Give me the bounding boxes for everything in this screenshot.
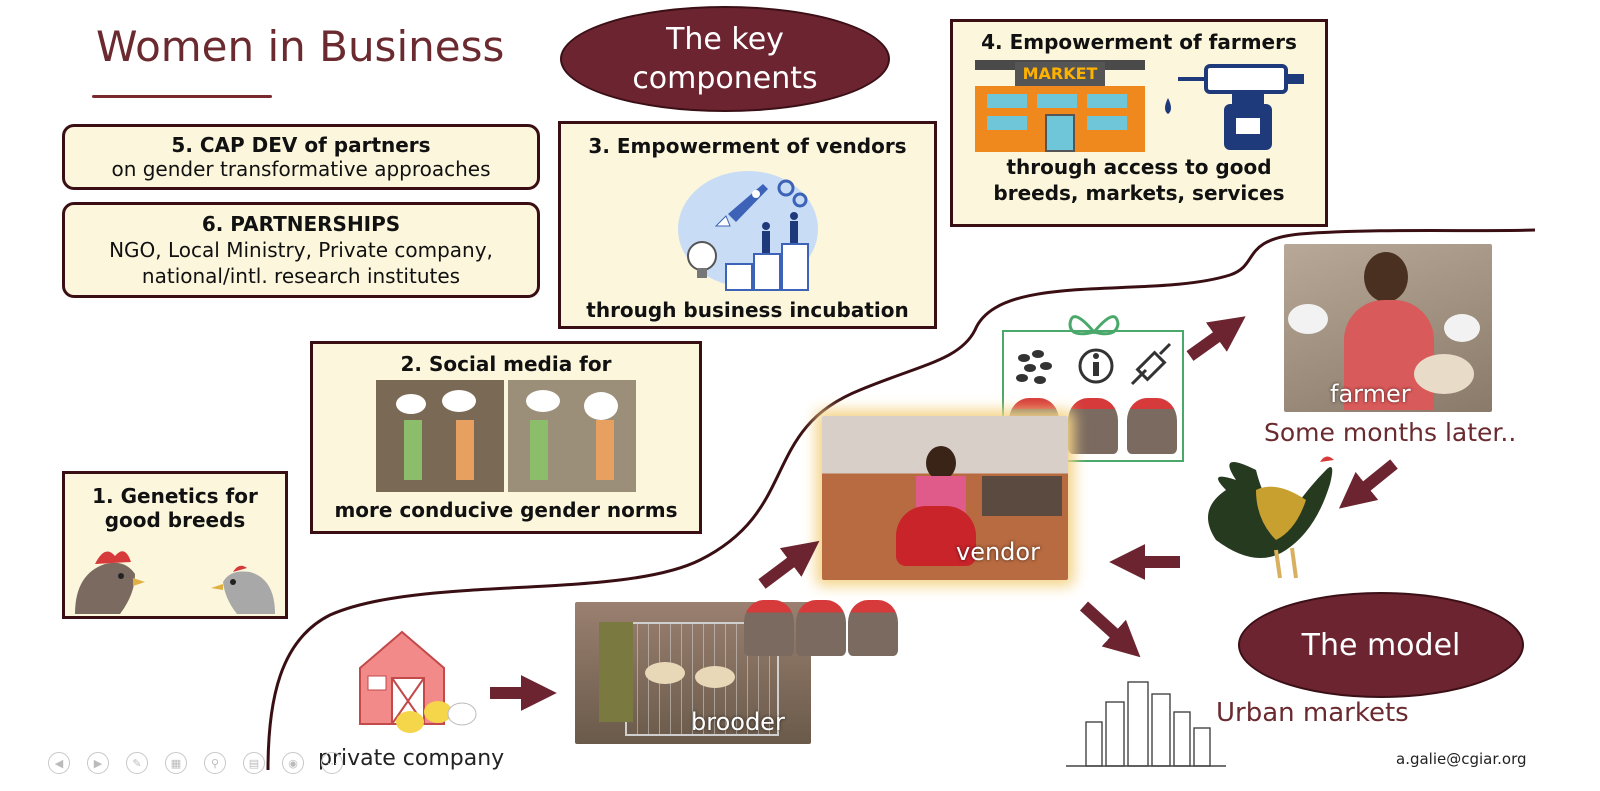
next-slide-icon[interactable]: ▶	[87, 752, 109, 774]
comic-strip	[313, 380, 699, 492]
title-underline	[92, 95, 272, 98]
card-farmers-heading: 4. Empowerment of farmers	[981, 30, 1297, 54]
rooster-icon	[1208, 456, 1334, 579]
card-cap-dev-heading: 5. CAP DEV of partners	[171, 133, 431, 157]
card-cap-dev: 5. CAP DEV of partners on gender transfo…	[62, 124, 540, 190]
card-farmers: 4. Empowerment of farmers MARKET through…	[950, 19, 1328, 227]
ribbon-bow-icon	[1068, 315, 1120, 336]
card-vendors: 3. Empowerment of vendors through busine…	[558, 121, 937, 329]
syringe-vial-icon	[1165, 64, 1304, 150]
syringe-icon	[1130, 342, 1172, 386]
brooder-label: brooder	[691, 708, 785, 736]
card-genetics-heading: 1. Genetics for good breeds	[92, 484, 258, 532]
camera-icon[interactable]: ◉	[282, 752, 304, 774]
key-components-ellipse: The key components	[560, 6, 890, 112]
gear-icon	[777, 179, 807, 208]
business-incubation-illustration	[677, 171, 818, 291]
lightbulb-icon	[686, 241, 717, 278]
page-title: Women in Business	[96, 22, 505, 71]
zoom-icon[interactable]: ⚲	[204, 752, 226, 774]
comic-panel-2	[508, 380, 636, 492]
market-icon: MARKET	[975, 60, 1145, 152]
card-social-media: 2. Social media for more conducive gende…	[310, 341, 702, 534]
pen-icon[interactable]: ✎	[126, 752, 148, 774]
vendor-label: vendor	[956, 538, 1040, 566]
rooster-icon	[75, 551, 145, 614]
city-skyline-icon	[1066, 681, 1226, 767]
hen-icon	[211, 565, 275, 614]
farmer-label: farmer	[1330, 380, 1411, 408]
private-company-label: private company	[318, 746, 505, 771]
people-icon	[761, 212, 798, 253]
info-icon	[1078, 348, 1114, 384]
card-partnerships-text: NGO, Local Ministry, Private company, na…	[109, 238, 493, 288]
cockerels-row	[1004, 398, 1182, 454]
card-cap-dev-text: on gender transformative approaches	[111, 157, 491, 181]
rocket-icon	[714, 184, 768, 227]
card-farmers-footer: through access to good breeds, markets, …	[993, 155, 1285, 205]
urban-markets-label: Urban markets	[1216, 698, 1409, 728]
card-genetics: 1. Genetics for good breeds	[62, 471, 288, 619]
card-social-media-heading: 2. Social media for	[400, 352, 612, 376]
rooster-heads-illustration	[75, 551, 275, 614]
cockerel-icon	[796, 600, 846, 656]
barn-icon	[359, 630, 477, 733]
podium-icon	[724, 243, 809, 291]
farmer-photo: farmer	[1284, 244, 1492, 412]
card-farmers-icons: MARKET	[953, 54, 1325, 154]
key-components-label: The key components	[632, 22, 818, 96]
inputs-icons	[1016, 342, 1172, 386]
cockerel-icon	[1127, 398, 1178, 454]
model-ellipse: The model	[1238, 592, 1524, 698]
previous-slide-icon[interactable]: ◀	[48, 752, 70, 774]
seeds-icon	[1016, 350, 1052, 384]
market-sign: MARKET	[1015, 62, 1105, 86]
subtitles-icon[interactable]: ▤	[243, 752, 265, 774]
card-vendors-footer: through business incubation	[586, 298, 909, 322]
comic-panel-1	[376, 380, 504, 492]
cockerel-icon	[744, 600, 794, 656]
brooder-cockerels	[744, 600, 898, 656]
cockerel-icon	[848, 600, 898, 656]
months-later-label: Some months later..	[1264, 418, 1517, 447]
slides-grid-icon[interactable]: ▦	[165, 752, 187, 774]
card-vendors-heading: 3. Empowerment of vendors	[588, 134, 907, 158]
card-partnerships: 6. PARTNERSHIPS NGO, Local Ministry, Pri…	[62, 202, 540, 298]
author-credit: a.galie@cgiar.org	[1396, 750, 1527, 768]
card-social-media-footer: more conducive gender norms	[334, 498, 678, 522]
slide-toolbar: ◀ ▶ ✎ ▦ ⚲ ▤ ◉ ⋯	[48, 752, 343, 774]
card-partnerships-heading: 6. PARTNERSHIPS	[201, 212, 401, 236]
cockerel-icon	[1067, 398, 1118, 454]
model-label: The model	[1301, 627, 1461, 663]
vendor-photo: vendor	[822, 416, 1068, 580]
more-options-icon[interactable]: ⋯	[321, 752, 343, 774]
chick-icon	[396, 701, 477, 733]
